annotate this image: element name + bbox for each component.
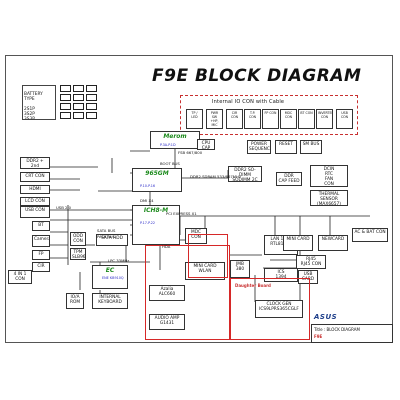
southbridge-ich8m-block-label: ICH8-M	[143, 207, 169, 214]
internal-io-panel	[180, 95, 358, 135]
bus-label: USB 2.0	[56, 205, 72, 210]
battery-cell	[73, 94, 84, 101]
jmicron-block: JMB 380	[230, 260, 250, 278]
title-block-line1: Title : BLOCK DIAGRAM	[314, 327, 360, 332]
clock-gen-block: CLOCK GEN ICS9LPRS365CGLF	[255, 300, 303, 318]
power-sequence-block: POWER SEQUENCE	[247, 140, 271, 154]
bus-label: DDR2 SDRAM 533/667MHz	[190, 174, 241, 179]
battery-cell	[60, 112, 71, 119]
cpu-merom-block: Merom	[150, 131, 200, 149]
ddr2-sodimm-block: DDR2 + 2nd SO-DIMM	[20, 157, 50, 169]
battery-cell	[86, 112, 97, 119]
io-connector-block: FP CON	[262, 109, 279, 129]
schematic-sheet-border	[5, 55, 393, 343]
tpm-block: TPM SLB9635	[70, 248, 86, 260]
io-connector-block: MDC CON	[280, 109, 297, 129]
title-block-line2: F9E	[314, 334, 323, 339]
lcd-con-block: LCD CON	[20, 197, 50, 206]
crt-con-block: CRT CON	[20, 172, 50, 182]
southbridge-ich8m-block: ICH8-M	[132, 205, 180, 245]
cpu-merom-block-label: Merom	[163, 133, 187, 140]
battery-type-text: BATTERY TYPE 2S1P 3S2P 3S3P	[24, 92, 43, 120]
cpu-cap-block: CPU CAP	[197, 139, 215, 150]
io-connector-block: TP / LED	[186, 109, 203, 129]
battery-cell	[86, 85, 97, 92]
page-ref-merom_pg: P.3A-P.1D	[160, 143, 176, 147]
internal-keyboard-block: INTERNAL KEYBOARD	[92, 293, 128, 309]
usb-card-block: USB CARD	[298, 270, 318, 284]
io-connector-block: BT CON	[298, 109, 315, 129]
bus-label: SATA BUS	[97, 228, 116, 233]
daughter-board-label: Daughter Board	[235, 283, 271, 288]
northbridge-965gm-block-label: 965GM	[145, 170, 169, 177]
northbridge-965gm-block: 965GM	[132, 168, 182, 192]
bus-label: LPC 33MHz	[108, 258, 130, 263]
odd-con-block: ODD CON	[70, 232, 86, 246]
cardreader-con-block: 4 IN 1 CON	[8, 270, 32, 284]
bus-label: BOOT BUS	[160, 161, 180, 166]
ac-bat-con-block: AC & BAT CON	[352, 228, 388, 242]
battery-cell	[60, 103, 71, 110]
bus-label: PCI EXPRESS X1	[166, 211, 197, 216]
reset-block: RESET	[275, 140, 297, 154]
io-connector-block: T.P. CON	[244, 109, 261, 129]
page-ref-nb_pg: P.10-P.16	[140, 184, 156, 188]
bus-label: PATA BUS	[97, 234, 115, 239]
battery-cell	[86, 103, 97, 110]
battery-cell	[73, 112, 84, 119]
page-ref-ec_pg: ENE KB910Q	[102, 276, 124, 280]
camera-block: Camera	[32, 235, 50, 247]
newcard-block: NEWCARD	[318, 235, 348, 251]
bt-block: BT	[32, 221, 50, 231]
battery-type-table: BATTERY TYPE 2S1P 3S2P 3S3P	[22, 85, 56, 120]
daughter-board-region	[145, 245, 230, 340]
io-connector-block: INVERTER CON	[316, 109, 333, 129]
mini-card-wlan-block: MINI CARD WLAN	[185, 262, 225, 280]
asus-logo: ASUS	[314, 313, 338, 321]
usb-con-block: USB CON	[20, 206, 50, 218]
io-connector-block: USB CON	[336, 109, 353, 129]
rj45-block: RJ45 RJ45 CON	[296, 255, 326, 269]
azalia-alc660-block: Azalia ALC660	[149, 285, 185, 301]
battery-cell	[60, 94, 71, 101]
bus-label: FSB 667/800	[178, 150, 203, 155]
thermal-sensor-block: THERMAL SENSOR (MAX6657)	[310, 190, 348, 206]
mdc-con-block: MDC CON	[185, 228, 207, 244]
diagram-title: F9E BLOCK DIAGRAM	[152, 66, 362, 86]
ioa-rom-block: IO/A ROM	[66, 293, 84, 309]
battery-cell	[60, 85, 71, 92]
audio-amp-block: AUDIO AMP G1431	[149, 314, 185, 330]
audio-jack-region	[188, 234, 228, 278]
cir-block: CIR	[32, 262, 50, 272]
ec-block: EC	[92, 265, 128, 289]
daughter-board-region-right	[230, 278, 310, 340]
battery-cells-grid	[60, 85, 97, 119]
bus-label: HDA	[162, 244, 171, 249]
sm-bus-block: SM BUS	[300, 140, 322, 154]
battery-cell	[73, 103, 84, 110]
ddr-cap-block: DDR CAP FEED	[276, 172, 302, 186]
mini-card-block: MINI CARD	[283, 235, 313, 251]
hdmi-block: HDMI	[20, 185, 50, 194]
bus-label: DMI X4	[140, 198, 154, 203]
io-connector-block: PWR SW +HP, MIC	[206, 109, 223, 129]
page-ref-sb_pg: P.17-P.22	[140, 221, 156, 225]
internal-io-title: Internal IO CON with Cable	[212, 99, 285, 105]
ddr2-sodimm2-block: DDR2 SO-DIMM SODIMM 2C	[228, 166, 262, 182]
battery-cell	[73, 85, 84, 92]
ec-block-label: EC	[105, 267, 115, 274]
dcin-rtc-fan-block: DCIN RTC FAN CON	[310, 165, 348, 187]
battery-cell	[86, 94, 97, 101]
sata-hdd-block: SATA HDD	[96, 234, 128, 246]
fp-block: FP	[32, 250, 50, 260]
title-block: Title : BLOCK DIAGRAM F9E	[311, 324, 393, 343]
io-connector-block: CIR CON	[226, 109, 243, 129]
